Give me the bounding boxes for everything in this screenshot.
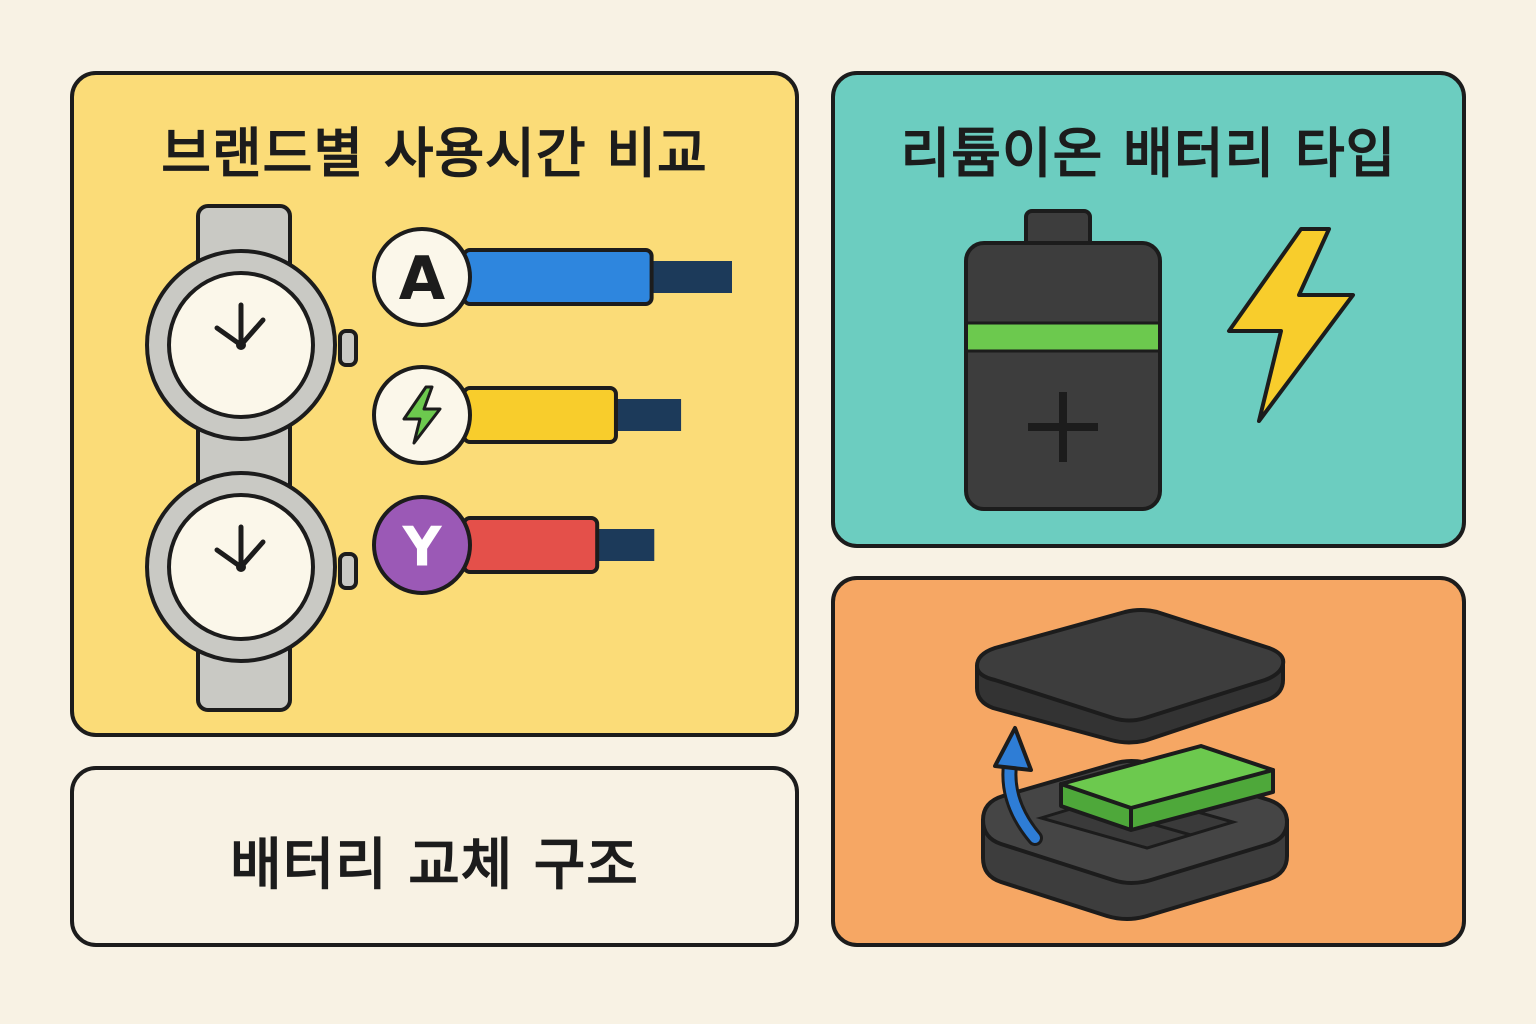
lightning-bolt-icon (1227, 227, 1355, 423)
usage-bar-tail (605, 399, 682, 431)
brand-badge-letter: A (399, 244, 446, 314)
battery-cell-icon (1059, 744, 1275, 832)
brand-bar-row (372, 365, 682, 465)
battery-replacement-title: 배터리 교체 구조 (230, 833, 639, 898)
wristwatch-icon (145, 249, 358, 441)
brand-bar-row: A (372, 227, 732, 327)
battery-type-illustration (964, 209, 1355, 511)
battery-icon (964, 209, 1162, 511)
battery-replacement-label-panel: 배터리 교체 구조 (70, 766, 799, 947)
usage-bar (462, 516, 600, 574)
battery-replacement-figure-panel (831, 576, 1466, 947)
usage-bar (462, 248, 654, 306)
brand-badge (372, 227, 472, 327)
brand-comparison-title: 브랜드별 사용시간 비교 (161, 122, 708, 185)
lightning-bolt-icon (402, 385, 442, 445)
usage-bar-tail (641, 261, 732, 293)
battery-compartment-icon (974, 608, 1290, 921)
brand-badge (372, 495, 472, 595)
battery-type-title: 리튬이온 배터리 타입 (900, 122, 1397, 185)
arrow-up-icon (993, 726, 1043, 846)
usage-bar (462, 386, 618, 444)
battery-cover-icon (974, 608, 1286, 745)
brand-bar-row: Y (372, 495, 655, 595)
wristwatch-icon (145, 471, 358, 663)
battery-type-panel: 리튬이온 배터리 타입 (831, 71, 1466, 548)
brand-badge-letter: Y (401, 516, 442, 579)
brand-comparison-illustration: AY (145, 204, 732, 712)
brand-usage-bars: AY (372, 227, 732, 595)
